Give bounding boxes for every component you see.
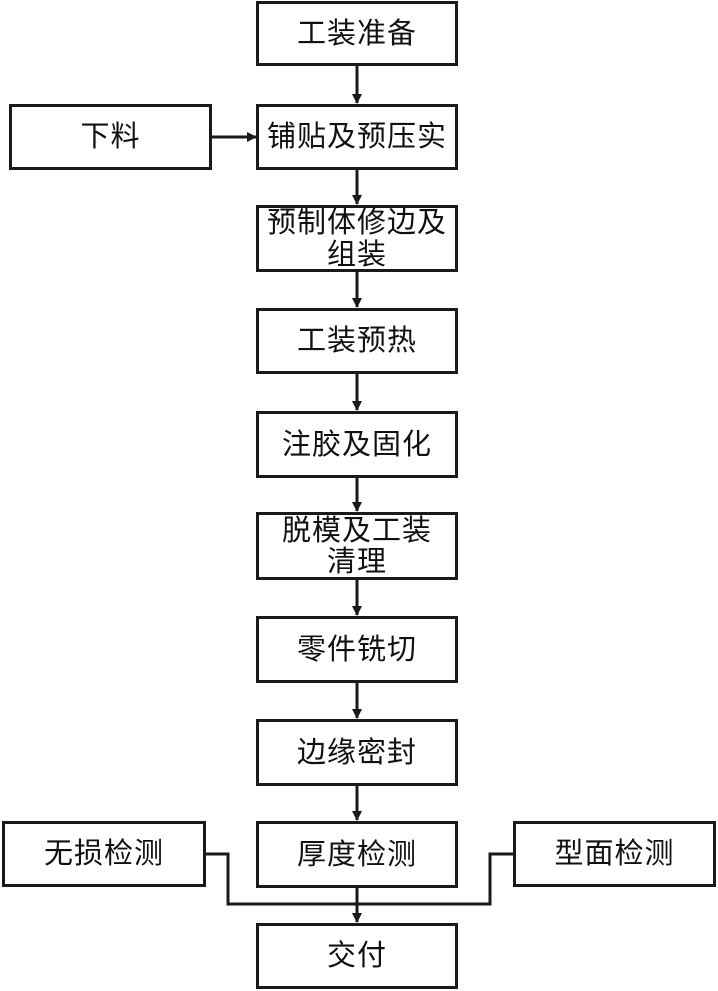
node-profile-label: 型面检测 [554,836,675,871]
node-preheat-label: 工装预热 [296,323,417,358]
node-thickness: 厚度检测 [256,821,458,888]
connector-profile-to-junction [357,852,513,906]
node-prep-label: 工装准备 [296,15,417,50]
node-inject-label: 注胶及固化 [281,426,432,461]
node-ndt-label: 无损检测 [43,836,164,871]
node-seal: 边缘密封 [256,719,458,786]
node-cut: 下料 [9,104,212,170]
node-cut-label: 下料 [80,119,141,154]
node-trim-label-line1: 预制体修边及 [266,205,447,240]
node-preheat: 工装预热 [256,308,458,374]
node-mill: 零件铣切 [256,616,458,683]
node-mill-label: 零件铣切 [296,631,417,666]
node-inject: 注胶及固化 [256,411,458,478]
node-deliver-label: 交付 [326,938,387,973]
connector-ndt-to-junction [206,852,357,906]
node-demold-label-line2: 清理 [326,544,387,578]
node-thickness-label: 厚度检测 [296,836,417,871]
node-deliver: 交付 [256,923,458,989]
node-layup: 铺贴及预压实 [256,104,458,170]
node-trim-label-line2: 组装 [326,236,387,271]
node-demold-label-line1: 脱模及工装 [281,512,432,547]
node-profile: 型面检测 [513,821,716,887]
node-layup-label: 铺贴及预压实 [266,119,447,154]
node-seal-label: 边缘密封 [296,734,417,769]
node-trim: 预制体修边及 组装 [256,205,458,272]
node-demold: 脱模及工装 清理 [256,512,458,580]
node-prep: 工装准备 [256,1,458,66]
node-ndt: 无损检测 [2,821,206,887]
